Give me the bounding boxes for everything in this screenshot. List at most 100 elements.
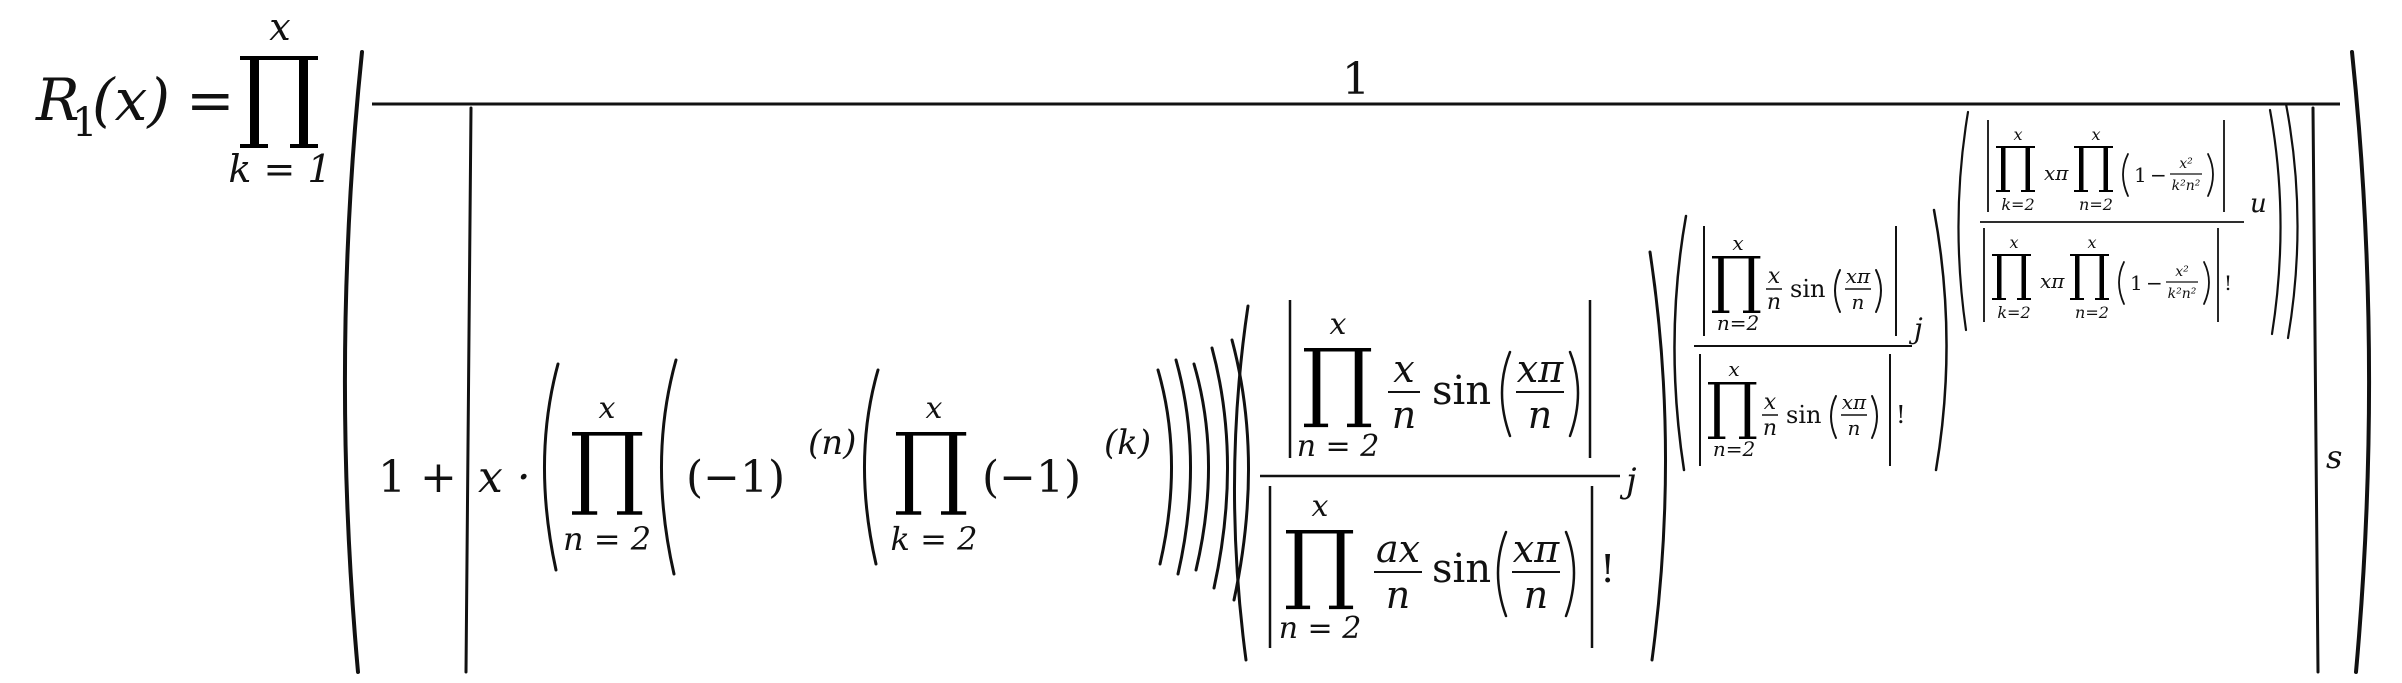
denominator-right-bar bbox=[2311, 106, 2320, 674]
l1-num-sin-rparen bbox=[1568, 350, 1580, 438]
l1-den-frac-den: n bbox=[1386, 573, 1410, 617]
l3-num-lparen bbox=[2122, 153, 2129, 197]
l1-den-frac-num: ax bbox=[1376, 527, 1420, 571]
l3-num-prodk-lower: k=2 bbox=[2001, 195, 2034, 214]
l1-num-frac-num: x bbox=[1393, 347, 1414, 391]
function-name: R bbox=[35, 66, 80, 134]
l1-num-prod-upper: x bbox=[1330, 307, 1347, 342]
l1-num-sinarg-num: xπ bbox=[1517, 347, 1564, 391]
l1-num-sin-lparen bbox=[1500, 350, 1512, 438]
l1-den-sin: sin bbox=[1432, 546, 1491, 592]
l2-num-prod-lower: n=2 bbox=[1717, 311, 1759, 335]
product-symbol bbox=[1992, 254, 2031, 300]
lhs: R 1 (x) = bbox=[35, 66, 235, 146]
denominator-left-bar bbox=[464, 106, 473, 674]
paren-close-1 bbox=[1192, 362, 1211, 572]
prod-k-upper: x bbox=[926, 391, 943, 426]
l2-num-sinarg-num: xπ bbox=[1846, 264, 1871, 288]
outer-product-lower: k = 1 bbox=[228, 147, 331, 191]
level2-exponent-j: j bbox=[1908, 312, 1923, 345]
neg-one-n: (−1) bbox=[686, 452, 785, 503]
level3-right-paren-1 bbox=[2268, 108, 2282, 336]
level3-right-paren-2 bbox=[2284, 102, 2299, 340]
l2-den-frac-den: n bbox=[1763, 416, 1777, 441]
numerator-one: 1 bbox=[1342, 54, 1370, 105]
l1-num-frac-den: n bbox=[1392, 393, 1416, 437]
l1-den-sinarg-num: xπ bbox=[1513, 527, 1560, 571]
l2-num-sinarg-den: n bbox=[1852, 290, 1865, 314]
product-symbol bbox=[1996, 146, 2035, 192]
outer-left-paren bbox=[342, 50, 364, 674]
product-symbol bbox=[1286, 530, 1354, 610]
l3-den-prodn-lower: n=2 bbox=[2075, 303, 2109, 322]
l1-num-sin: sin bbox=[1432, 368, 1491, 414]
l2-den-sin: sin bbox=[1786, 401, 1821, 429]
product-symbol bbox=[1304, 348, 1372, 428]
level2-left-paren bbox=[1673, 214, 1688, 472]
paren-close-3 bbox=[1156, 368, 1174, 566]
one-plus: 1 + bbox=[378, 452, 457, 503]
l1-den-factorial: ! bbox=[1600, 547, 1615, 591]
neg-one-k: (−1) bbox=[982, 452, 1081, 503]
l2-num-prod-upper: x bbox=[1732, 231, 1743, 255]
l2-den-frac-num: x bbox=[1764, 390, 1777, 415]
l3-den-one: 1 bbox=[2130, 271, 2143, 295]
prod-k-lower: k = 2 bbox=[891, 520, 978, 558]
paren-open-3 bbox=[862, 368, 880, 566]
product-symbol bbox=[2074, 146, 2113, 192]
l3-num-frac-den: k²n² bbox=[2172, 178, 2201, 194]
exponent-n: (n) bbox=[808, 423, 856, 463]
l1-den-prod-lower: n = 2 bbox=[1279, 611, 1362, 646]
outer-right-paren bbox=[2350, 50, 2372, 674]
level1-right-paren bbox=[1648, 250, 1668, 662]
l3-den-prodn-upper: x bbox=[2087, 233, 2096, 252]
l1-den-sin-lparen bbox=[1496, 530, 1508, 618]
l3-num-prodn-upper: x bbox=[2091, 125, 2100, 144]
equals-sign: = bbox=[186, 66, 235, 134]
outer-product-upper: x bbox=[269, 5, 290, 49]
l2-num-lparen bbox=[1834, 269, 1841, 313]
product-symbol bbox=[1708, 382, 1757, 440]
l3-den-frac-den: k²n² bbox=[2168, 286, 2197, 302]
l1-num-prod-lower: n = 2 bbox=[1297, 429, 1380, 464]
l2-num-frac-den: n bbox=[1767, 290, 1781, 315]
l3-num-minus: − bbox=[2150, 163, 2167, 187]
l2-den-prod-lower: n=2 bbox=[1713, 437, 1755, 461]
product-symbol bbox=[572, 432, 643, 515]
l3-den-xpi: xπ bbox=[2040, 269, 2065, 293]
level3-left-paren bbox=[1957, 110, 1970, 332]
product-symbol bbox=[896, 432, 967, 515]
l3-den-rparen bbox=[2203, 261, 2210, 305]
l2-num-frac-num: x bbox=[1768, 264, 1781, 289]
l3-den-lparen bbox=[2118, 261, 2125, 305]
l1-num-sinarg-den: n bbox=[1528, 393, 1552, 437]
l3-num-one: 1 bbox=[2134, 163, 2147, 187]
product-symbol bbox=[2070, 254, 2109, 300]
x-dot: x · bbox=[478, 452, 531, 503]
paren-close-2 bbox=[1174, 358, 1193, 576]
l1-den-prod-upper: x bbox=[1312, 489, 1329, 524]
l3-num-xpi: xπ bbox=[2044, 161, 2069, 185]
l3-den-frac-num: x² bbox=[2175, 264, 2189, 280]
l2-den-sinarg-num: xπ bbox=[1842, 390, 1867, 414]
outer-product: x k = 1 bbox=[228, 5, 331, 191]
function-argument: (x) bbox=[92, 66, 170, 134]
l3-den-prodk-lower: k=2 bbox=[1997, 303, 2030, 322]
l3-num-frac-num: x² bbox=[2179, 156, 2193, 172]
l3-den-factorial: ! bbox=[2224, 271, 2232, 295]
l2-den-prod-upper: x bbox=[1728, 357, 1739, 381]
l2-num-sin: sin bbox=[1790, 275, 1825, 303]
l3-num-prodn-lower: n=2 bbox=[2079, 195, 2113, 214]
l2-den-lparen bbox=[1830, 395, 1837, 439]
paren-open-1 bbox=[542, 362, 560, 572]
l3-den-minus: − bbox=[2146, 271, 2163, 295]
product-symbol bbox=[1712, 256, 1761, 314]
l3-num-rparen bbox=[2207, 153, 2214, 197]
l3-num-prodk-upper: x bbox=[2013, 125, 2022, 144]
l2-den-factorial: ! bbox=[1896, 401, 1906, 429]
product-symbol bbox=[240, 56, 318, 148]
level1-exponent-j: j bbox=[1619, 461, 1637, 501]
paren-close-0 bbox=[1210, 346, 1229, 590]
level3-exponent-u: u bbox=[2250, 189, 2267, 219]
